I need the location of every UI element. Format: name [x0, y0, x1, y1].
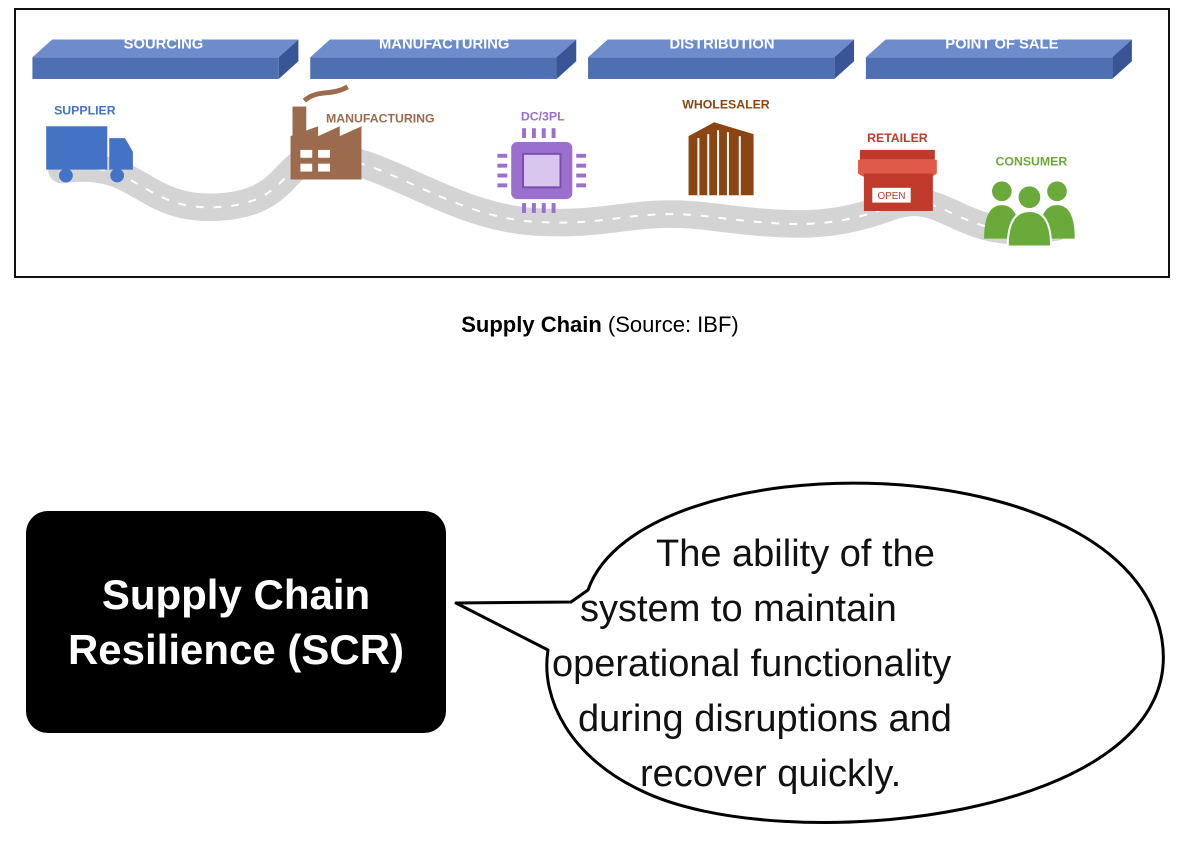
- svg-text:MANUFACTURING: MANUFACTURING: [326, 111, 435, 125]
- svg-text:POINT OF SALE: POINT OF SALE: [945, 36, 1058, 52]
- figure-caption: Supply Chain (Source: IBF): [461, 312, 739, 337]
- wholesaler-node: WHOLESALER: [682, 98, 770, 196]
- supply-chain-diagram: SOURCING MANUFACTURING DISTRIBUTION POIN…: [14, 8, 1170, 278]
- svg-text:CONSUMER: CONSUMER: [996, 155, 1068, 169]
- svg-text:MANUFACTURING: MANUFACTURING: [379, 36, 509, 52]
- building-icon: [688, 122, 754, 196]
- svg-text:DISTRIBUTION: DISTRIBUTION: [670, 36, 775, 52]
- manufacturing-node: MANUFACTURING: [290, 84, 435, 180]
- supplier-node: SUPPLIER: [46, 103, 133, 183]
- stage-banner-sourcing: SOURCING: [32, 36, 299, 79]
- svg-text:SOURCING: SOURCING: [124, 36, 204, 52]
- stage-banner-manufacturing: MANUFACTURING: [310, 36, 577, 79]
- truck-icon: [46, 126, 133, 183]
- scr-title: Supply Chain Resilience (SCR): [67, 570, 405, 673]
- svg-text:DC/3PL: DC/3PL: [521, 109, 565, 123]
- stage-banner-distribution: DISTRIBUTION: [588, 36, 855, 79]
- svg-text:WHOLESALER: WHOLESALER: [682, 98, 770, 112]
- consumer-node: CONSUMER: [984, 155, 1075, 248]
- svg-text:RETAILER: RETAILER: [867, 131, 928, 145]
- dc-3pl-node: DC/3PL: [497, 109, 587, 213]
- store-icon: OPEN: [858, 149, 937, 211]
- svg-text:OPEN: OPEN: [878, 191, 906, 202]
- scr-label-box: Supply Chain Resilience (SCR): [26, 511, 446, 733]
- scr-definition: The ability of the system to maintain op…: [552, 533, 952, 795]
- retailer-node: RETAILER OPEN: [858, 131, 937, 211]
- svg-text:SUPPLIER: SUPPLIER: [54, 103, 116, 117]
- factory-icon: [290, 84, 362, 180]
- stage-banner-point-of-sale: POINT OF SALE: [865, 36, 1132, 79]
- chip-icon: [497, 128, 587, 213]
- people-icon: [984, 181, 1075, 248]
